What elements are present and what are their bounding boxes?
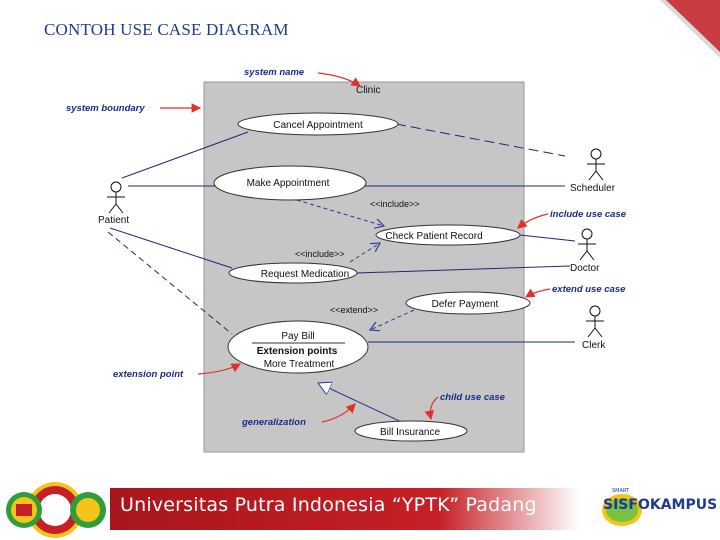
corner-decoration <box>660 0 720 58</box>
actor-patient <box>107 181 125 214</box>
arrow-child-use-case <box>424 396 439 421</box>
actor-doctor <box>578 228 596 261</box>
use-case-insurance: Bill Insurance <box>354 420 468 442</box>
use-case-request: Request Medication <box>228 262 358 284</box>
actor-label-scheduler: Scheduler <box>570 183 616 194</box>
include-label-1: <<include>> <box>370 199 420 209</box>
include-arrow-request-check <box>349 243 380 263</box>
arrow-generalization <box>321 403 356 423</box>
use-case-check: Check Patient Record <box>375 224 521 246</box>
arrow-extend-use-case <box>524 288 551 298</box>
university-name: Universitas Putra Indonesia “YPTK” Padan… <box>120 494 537 516</box>
annotation-extend-use-case: extend use case <box>552 284 626 295</box>
assoc-cancel-scheduler <box>395 123 566 157</box>
assoc-patient-request <box>109 227 233 269</box>
arrow-extension-point <box>197 363 242 375</box>
use-case-label: Pay Bill <box>281 331 314 342</box>
annotation-generalization: generalization <box>241 417 306 428</box>
use-case-make: Make Appointment <box>213 165 367 201</box>
extend-label: <<extend>> <box>330 305 378 315</box>
sisfo-logo-small: SMART <box>612 488 630 494</box>
use-case-label: Check Patient Record <box>385 231 482 242</box>
use-case-paybill: Pay Bill Extension points More Treatment <box>227 320 369 374</box>
arrow-include-use-case <box>517 213 549 229</box>
annotation-extension-point: extension point <box>113 369 184 380</box>
annotation-child-use-case: child use case <box>440 392 506 403</box>
actor-scheduler <box>587 148 605 181</box>
slide-title: CONTOH USE CASE DIAGRAM <box>44 20 289 39</box>
include-label-2: <<include>> <box>295 249 345 259</box>
annotation-system-boundary: system boundary <box>66 103 145 114</box>
annotation-include-use-case: include use case <box>550 209 627 220</box>
generalization-arrow <box>318 383 411 427</box>
use-case-label: Bill Insurance <box>380 427 440 438</box>
use-case-cancel: Cancel Appointment <box>237 112 399 136</box>
use-case-label: Request Medication <box>261 269 349 280</box>
assoc-request-doctor <box>356 265 571 274</box>
actor-label-patient: Patient <box>98 215 129 226</box>
assoc-patient-paybill <box>107 231 233 335</box>
actor-label-doctor: Doctor <box>570 263 600 274</box>
use-case-label: Defer Payment <box>432 299 499 310</box>
use-case-label: Cancel Appointment <box>273 120 363 131</box>
extension-points-heading: Extension points <box>257 346 338 357</box>
sisfo-logo-text: SISFOKAMPUS <box>603 497 718 513</box>
actor-label-clerk: Clerk <box>582 340 606 351</box>
use-case-label: Make Appointment <box>247 178 330 189</box>
system-name: Clinic <box>356 85 380 96</box>
assoc-check-doctor <box>519 234 576 242</box>
use-case-diagram: Clinic Cancel Appointment Make Appointme… <box>66 67 627 453</box>
footer-bar <box>0 480 720 540</box>
include-arrow-make-check <box>289 197 384 226</box>
university-logo <box>6 482 106 538</box>
sisfo-logo-mark <box>602 494 642 526</box>
use-case-defer: Defer Payment <box>405 291 531 315</box>
actor-clerk <box>586 305 604 338</box>
extension-point-label: More Treatment <box>264 359 335 370</box>
assoc-patient-cancel <box>121 131 249 179</box>
extend-arrow-defer-paybill <box>370 309 415 330</box>
arrow-system-name <box>317 72 361 87</box>
annotation-system-name: system name <box>244 67 305 78</box>
